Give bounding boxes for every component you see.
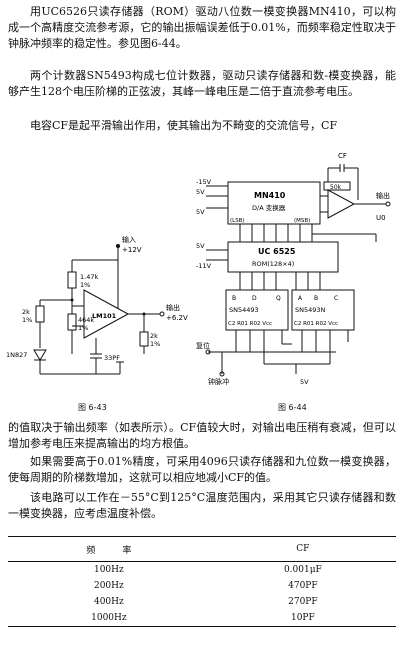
label-opamp: LM101 [92,312,117,320]
label-r3b: 1% [150,340,160,348]
label-neg11v: -11V [196,262,212,270]
label-r2: 2k [22,308,30,316]
paragraph-temperature: 该电路可以工作在－55°C到125°C温度范围内，采用其它只读存储器和数一模变换… [8,491,396,520]
table-header-row: 频 率 CF [8,536,396,562]
label-5v-d: 5V [300,378,309,386]
paragraph-cf-value: 的值取决于输出频率（如表所示）。CF值较大时，对输出电压稍有衰减，但可以增加参考… [8,421,396,450]
table-row: 400Hz 270PF [8,594,396,610]
label-r2b: 1% [22,316,32,324]
table-row: 100Hz 0.001μF [8,562,396,579]
label-reset: 复位 [196,341,210,350]
figure-6-44-caption: 图 6-44 [278,403,307,412]
table-cell-cf: 470PF [288,581,318,591]
label-counter1: SN54493 [229,306,259,314]
label-uc6525: UC 6525 [258,247,296,256]
label-r1b: 1% [80,281,90,289]
table-header-frequency: 频 率 [8,536,210,562]
table-cell-cf: 270PF [288,597,318,607]
label-5v-b: 5V [196,208,205,216]
table-row: 1000Hz 10PF [8,610,396,627]
label-pin-c2: C [334,295,338,302]
label-msb: (MSB) [294,218,310,224]
label-out: 输出 [166,303,180,312]
table-header-cf: CF [209,536,396,562]
label-counter1-pins: C2 R01 R02 Vcc [228,321,272,327]
frequency-capacitor-table: 频 率 CF 100Hz 0.001μF 200Hz 470PF 400Hz 2… [8,536,396,627]
paragraph-counters: 两个计数器SN5493构成七位计数器，驱动只读存储器和数-模变换器，能够产生12… [8,69,396,98]
label-vplus: +12V [122,246,142,254]
label-zener: 1N827 [6,351,27,359]
table-row: 200Hz 470PF [8,578,396,594]
table-cell-cf: 0.001μF [283,565,322,575]
label-r4b: 1% [78,324,88,332]
label-pin-q1: Q [276,295,281,302]
table-cell-frequency: 100Hz [93,565,124,575]
label-mn410-sub: D/A 变换器 [252,203,286,212]
label-cf: CF [338,152,347,160]
table-cell-cf: 10PF [209,610,396,627]
label-input: 输入 [122,235,136,244]
label-lsb: (LSB) [230,218,245,224]
label-5v-a: 5V [196,188,205,196]
figure-6-43-caption: 图 6-43 [78,403,107,412]
label-r1: 1.47k [80,273,98,281]
label-out: 输出 [376,191,390,200]
label-5v-c: 5V [196,242,205,250]
label-r3: 2k [150,332,158,340]
label-counter2: SN5493N [295,306,326,314]
paragraph-intro: 用UC6526只读存储器（ROM）驱动八位数一模变换器MN410，可以构成一个高… [8,5,396,50]
label-rom: ROM(128×4) [252,260,294,268]
figure-6-43-schematic: 输入 +12V 1.47k 1% 2k 1% 1N827 464k 1% LM1… [6,235,188,375]
label-50k: 50k [330,184,342,191]
label-pin-b2: B [314,295,318,302]
label-pin-b1: B [232,295,236,302]
label-pin-a2: A [298,295,303,302]
label-cap: 33PF [104,354,120,362]
label-uo: U0 [376,214,386,222]
label-counter2-pins: C2 R01 R02 Vcc [294,321,338,327]
table-cell-frequency: 400Hz [93,597,124,607]
label-clock: 钟脉冲 [208,377,229,386]
paragraph-capacitor: 电容CF是起平滑输出作用，使其输出为不畸变的交流信号，CF [30,119,338,132]
label-pin-d1: D [252,295,257,302]
figure-6-44-schematic: CF 50k -15V 5V 5V MN410 D/A 变换器 (LSB) (M… [196,152,391,386]
table-cell-frequency: 1000Hz [8,610,210,627]
paragraph-precision: 如果需要高于0.01%精度，可采用4096只读存储器和九位数一模变换器，使每周期… [8,455,396,484]
table-cell-frequency: 200Hz [93,581,124,591]
label-neg15v: -15V [196,178,212,186]
label-out-voltage: +6.2V [166,314,188,322]
label-mn410: MN410 [254,191,286,200]
label-r4: 464k [78,316,94,324]
